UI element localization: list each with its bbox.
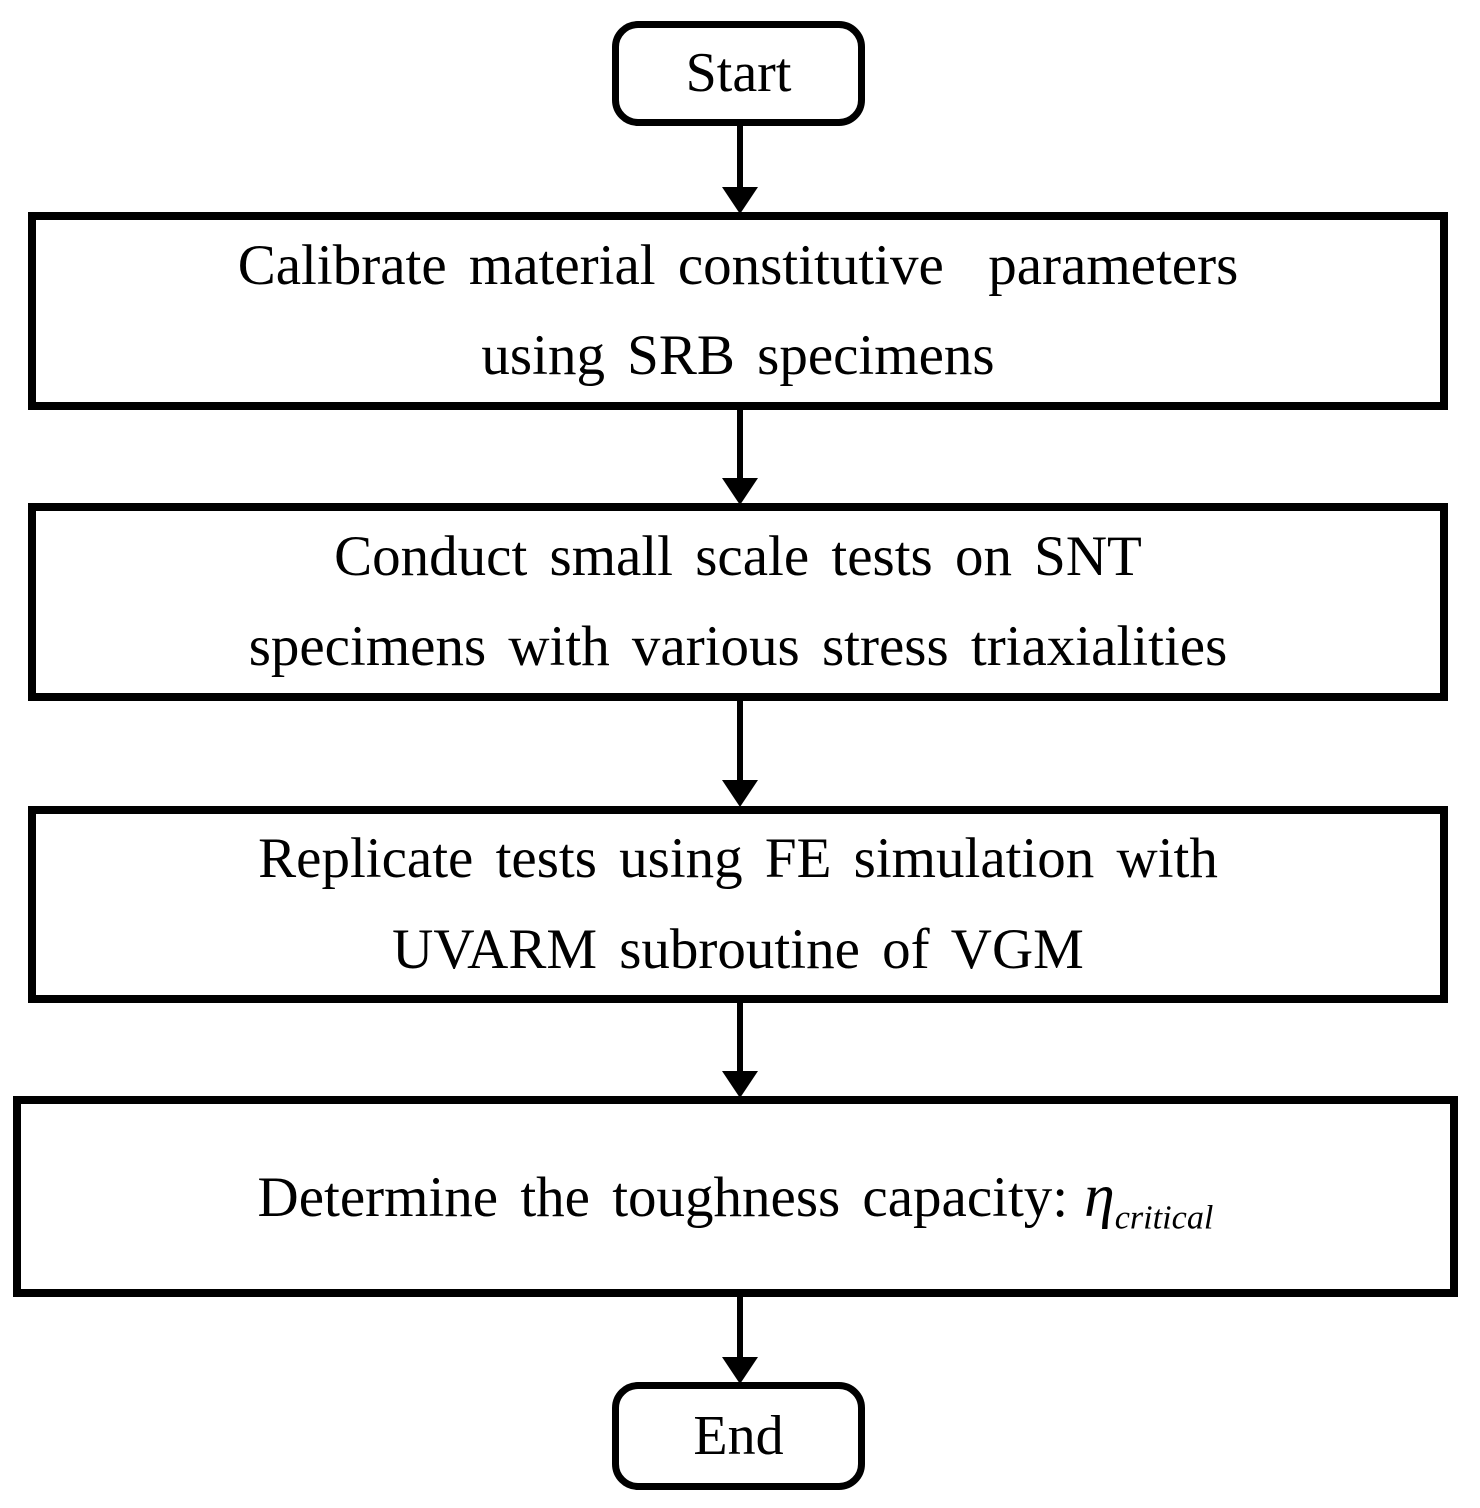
process-step-text-line: UVARM subroutine of VGM	[392, 917, 1084, 981]
arrow-stem	[737, 409, 743, 478]
arrow-down-icon	[722, 187, 758, 214]
process-step-simulation: Replicate tests using FE simulation with…	[28, 806, 1448, 1003]
eta-subscript: critical	[1114, 1199, 1214, 1237]
flow-arrow	[721, 700, 759, 807]
toughness-text: Determine the toughness capacity:	[257, 1165, 1069, 1229]
process-step-text-line: specimens with various stress triaxialit…	[248, 615, 1228, 678]
process-step-toughness: Determine the toughness capacity:ηcritic…	[13, 1096, 1458, 1297]
arrow-down-icon	[722, 780, 758, 807]
arrow-stem	[737, 1002, 743, 1071]
flow-arrow	[721, 409, 759, 505]
process-step-text-line: using SRB specimens	[481, 324, 995, 387]
eta-symbol: η	[1084, 1161, 1115, 1230]
arrow-down-icon	[722, 1357, 758, 1384]
process-step-text-line: Conduct small scale tests on SNT	[334, 524, 1142, 588]
arrow-stem	[737, 124, 743, 187]
arrow-stem	[737, 700, 743, 780]
flow-arrow	[721, 1002, 759, 1098]
process-step-tests: Conduct small scale tests on SNT specime…	[28, 503, 1448, 701]
process-step-text-line: Calibrate material constitutive paramete…	[237, 233, 1239, 297]
arrow-down-icon	[722, 478, 758, 505]
start-terminator-node: Start	[612, 21, 865, 126]
process-step-text-line: Determine the toughness capacity:ηcritic…	[258, 1148, 1214, 1245]
arrow-stem	[737, 1296, 743, 1357]
process-step-calibrate: Calibrate material constitutive paramete…	[28, 212, 1448, 410]
flow-arrow	[721, 1296, 759, 1384]
arrow-down-icon	[722, 1071, 758, 1098]
start-label: Start	[685, 42, 792, 105]
end-terminator-node: End	[612, 1382, 865, 1490]
process-step-text-line: Replicate tests using FE simulation with	[258, 827, 1218, 891]
flow-arrow	[721, 124, 759, 214]
end-label: End	[693, 1404, 784, 1467]
